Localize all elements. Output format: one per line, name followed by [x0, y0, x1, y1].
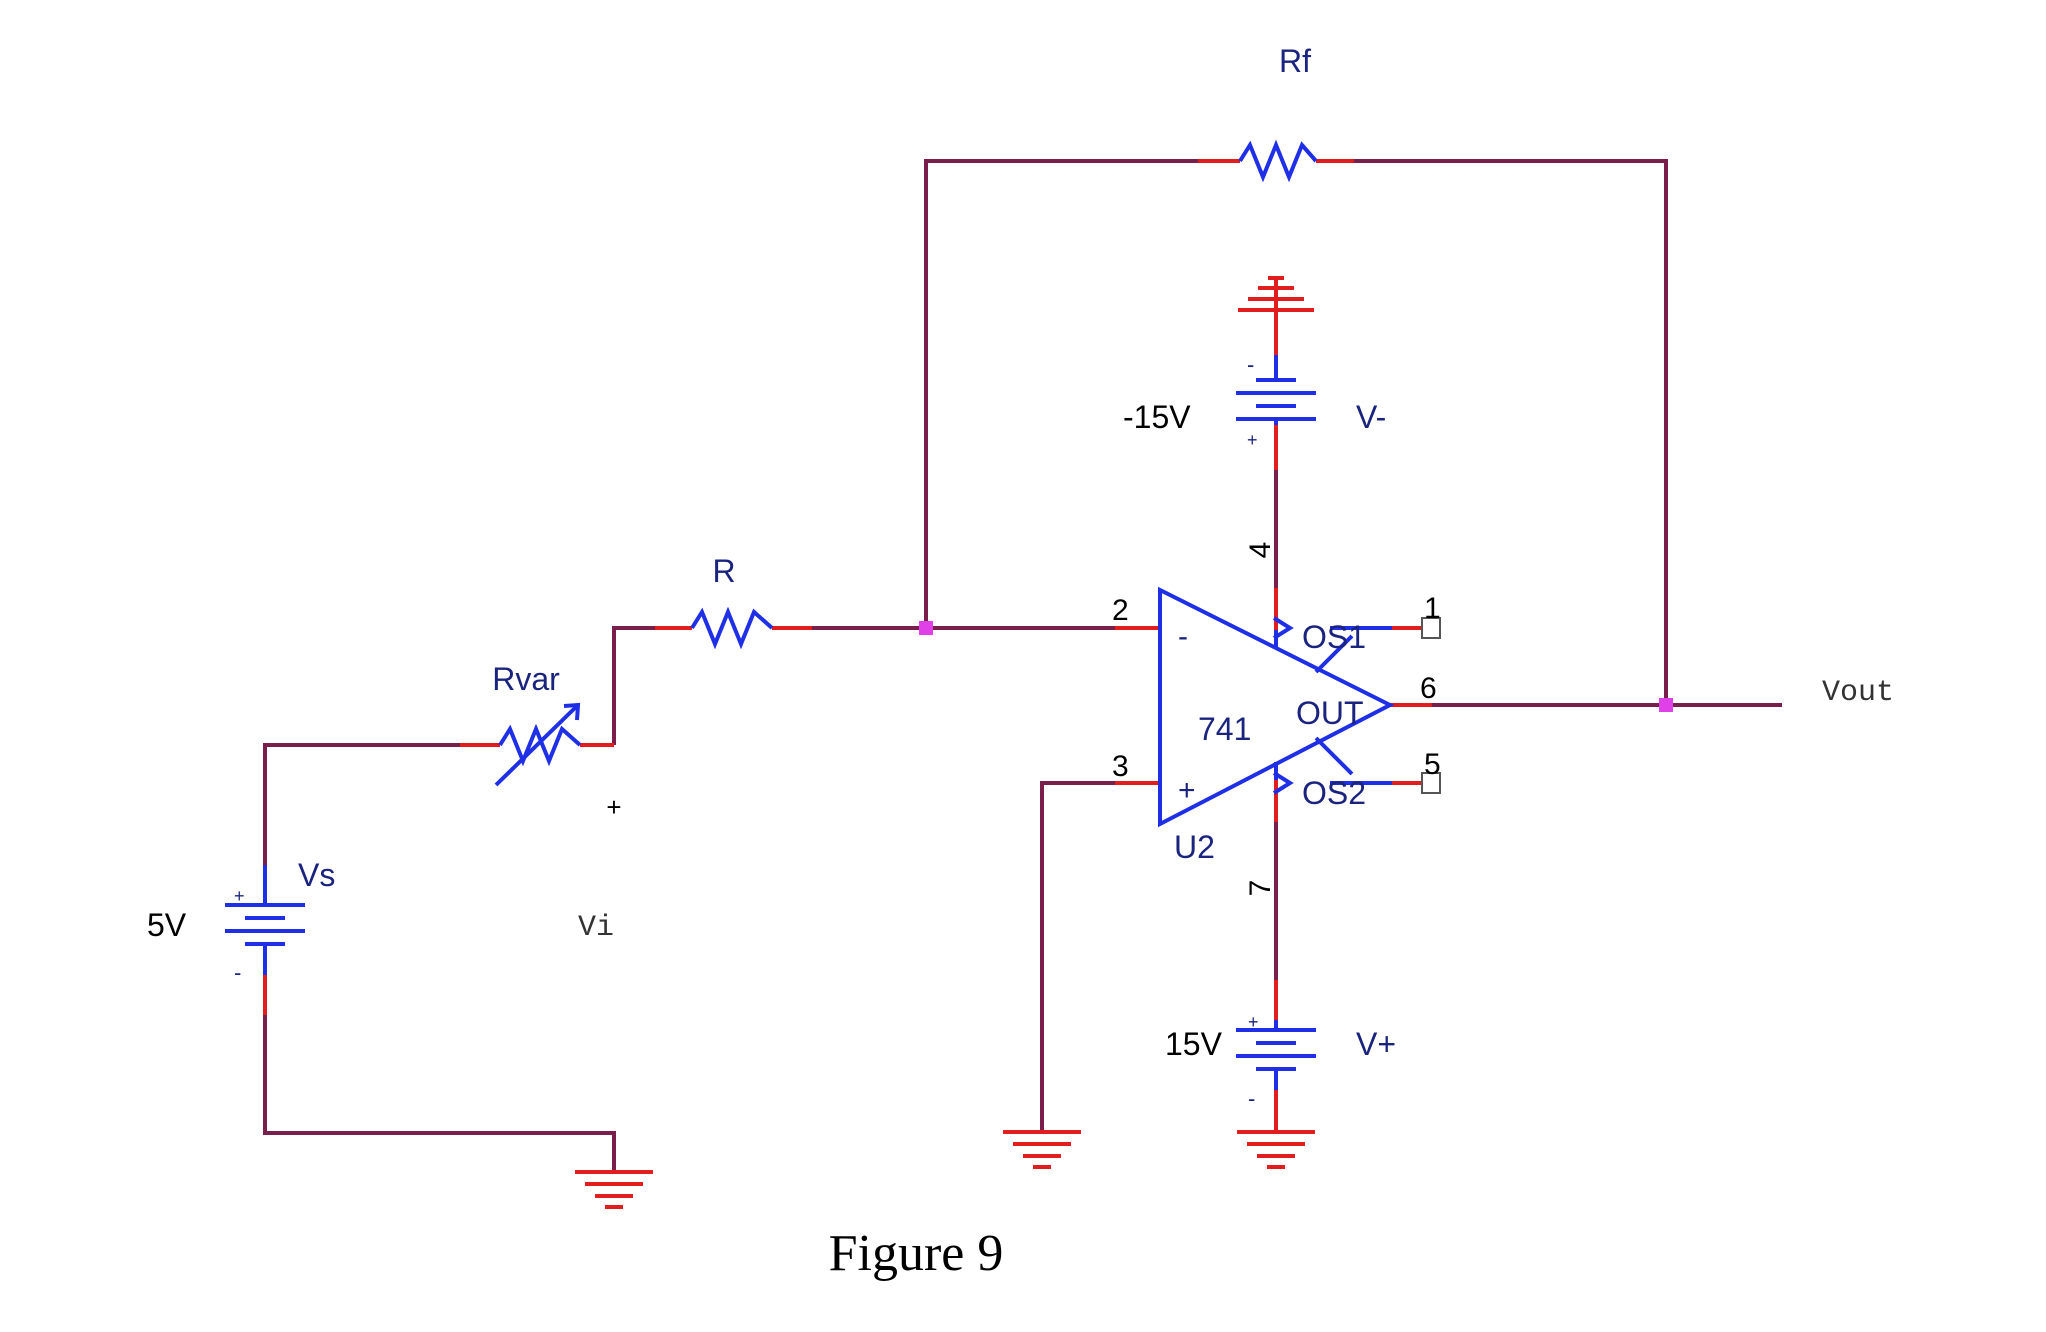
- value-vminus: -15V: [1123, 399, 1191, 435]
- pin-number-7: 7: [1244, 880, 1277, 897]
- polarity-vminus-minus: -: [1247, 352, 1254, 377]
- label-r: R: [712, 553, 735, 589]
- ground-symbol-vplus: [1237, 1130, 1315, 1169]
- opamp-part-number: 741: [1198, 711, 1251, 747]
- wire-noninv-to-ground: [1040, 781, 1115, 1132]
- pin-number-5: 5: [1424, 748, 1441, 781]
- ground-symbol-vs: [575, 1170, 653, 1209]
- wire-vs-to-ground: [263, 1015, 616, 1172]
- opamp-out-label: OUT: [1296, 695, 1364, 731]
- net-label-vout: Vout: [1822, 676, 1894, 710]
- pin-number-3: 3: [1112, 750, 1129, 783]
- battery-vminus: [1236, 355, 1316, 425]
- label-rf: Rf: [1279, 43, 1311, 79]
- opamp-ref-designator: U2: [1174, 829, 1215, 865]
- value-vs: 5V: [147, 907, 187, 943]
- polarity-vplus-plus: +: [1248, 1012, 1259, 1032]
- polarity-vplus-minus: -: [1248, 1086, 1255, 1111]
- junction-dot-output: [1659, 698, 1673, 712]
- label-vs: Vs: [298, 857, 335, 893]
- opamp-os1-label: OS1: [1302, 619, 1366, 655]
- battery-vs: [225, 865, 305, 975]
- opamp-os2-label: OS2: [1302, 775, 1366, 811]
- value-vplus: 15V: [1165, 1026, 1223, 1062]
- opamp-inverting-sign: -: [1178, 620, 1188, 653]
- polarity-vs-plus: +: [234, 886, 245, 906]
- resistor-r: [690, 606, 774, 650]
- wires: [263, 159, 1782, 1172]
- label-vminus: V-: [1356, 399, 1386, 435]
- pin-terminal-1: [1421, 617, 1441, 639]
- battery-vplus: [1236, 1020, 1316, 1090]
- component-leads: [263, 159, 1432, 1132]
- pin-number-6: 6: [1420, 672, 1437, 705]
- ground-symbol-noninv: [1003, 1130, 1081, 1169]
- label-vplus: V+: [1356, 1026, 1396, 1062]
- wire-vs-to-rvar: [263, 743, 460, 865]
- junction-dot-inverting: [919, 621, 933, 635]
- net-label-vi-plus: +: [606, 792, 621, 822]
- wire-feedback-left: [924, 159, 1205, 626]
- pin-number-1: 1: [1424, 592, 1441, 625]
- polarity-vs-minus: -: [234, 960, 241, 985]
- wire-feedback-right: [1350, 159, 1668, 705]
- figure-caption: Figure 9: [829, 1225, 1004, 1282]
- net-label-vi: Vi: [578, 911, 614, 945]
- resistor-rf: [1238, 139, 1318, 183]
- pin-number-2: 2: [1112, 594, 1129, 627]
- opamp-741: [1158, 586, 1395, 828]
- ground-symbol-vminus: [1238, 276, 1314, 312]
- pin-number-4: 4: [1244, 542, 1277, 559]
- wire-rvar-to-r: [612, 626, 660, 745]
- polarity-vminus-plus: +: [1247, 430, 1258, 450]
- pin-terminal-5: [1421, 772, 1441, 794]
- variable-resistor-rvar: [494, 702, 582, 787]
- opamp-noninverting-sign: +: [1178, 774, 1196, 807]
- label-rvar: Rvar: [492, 661, 560, 697]
